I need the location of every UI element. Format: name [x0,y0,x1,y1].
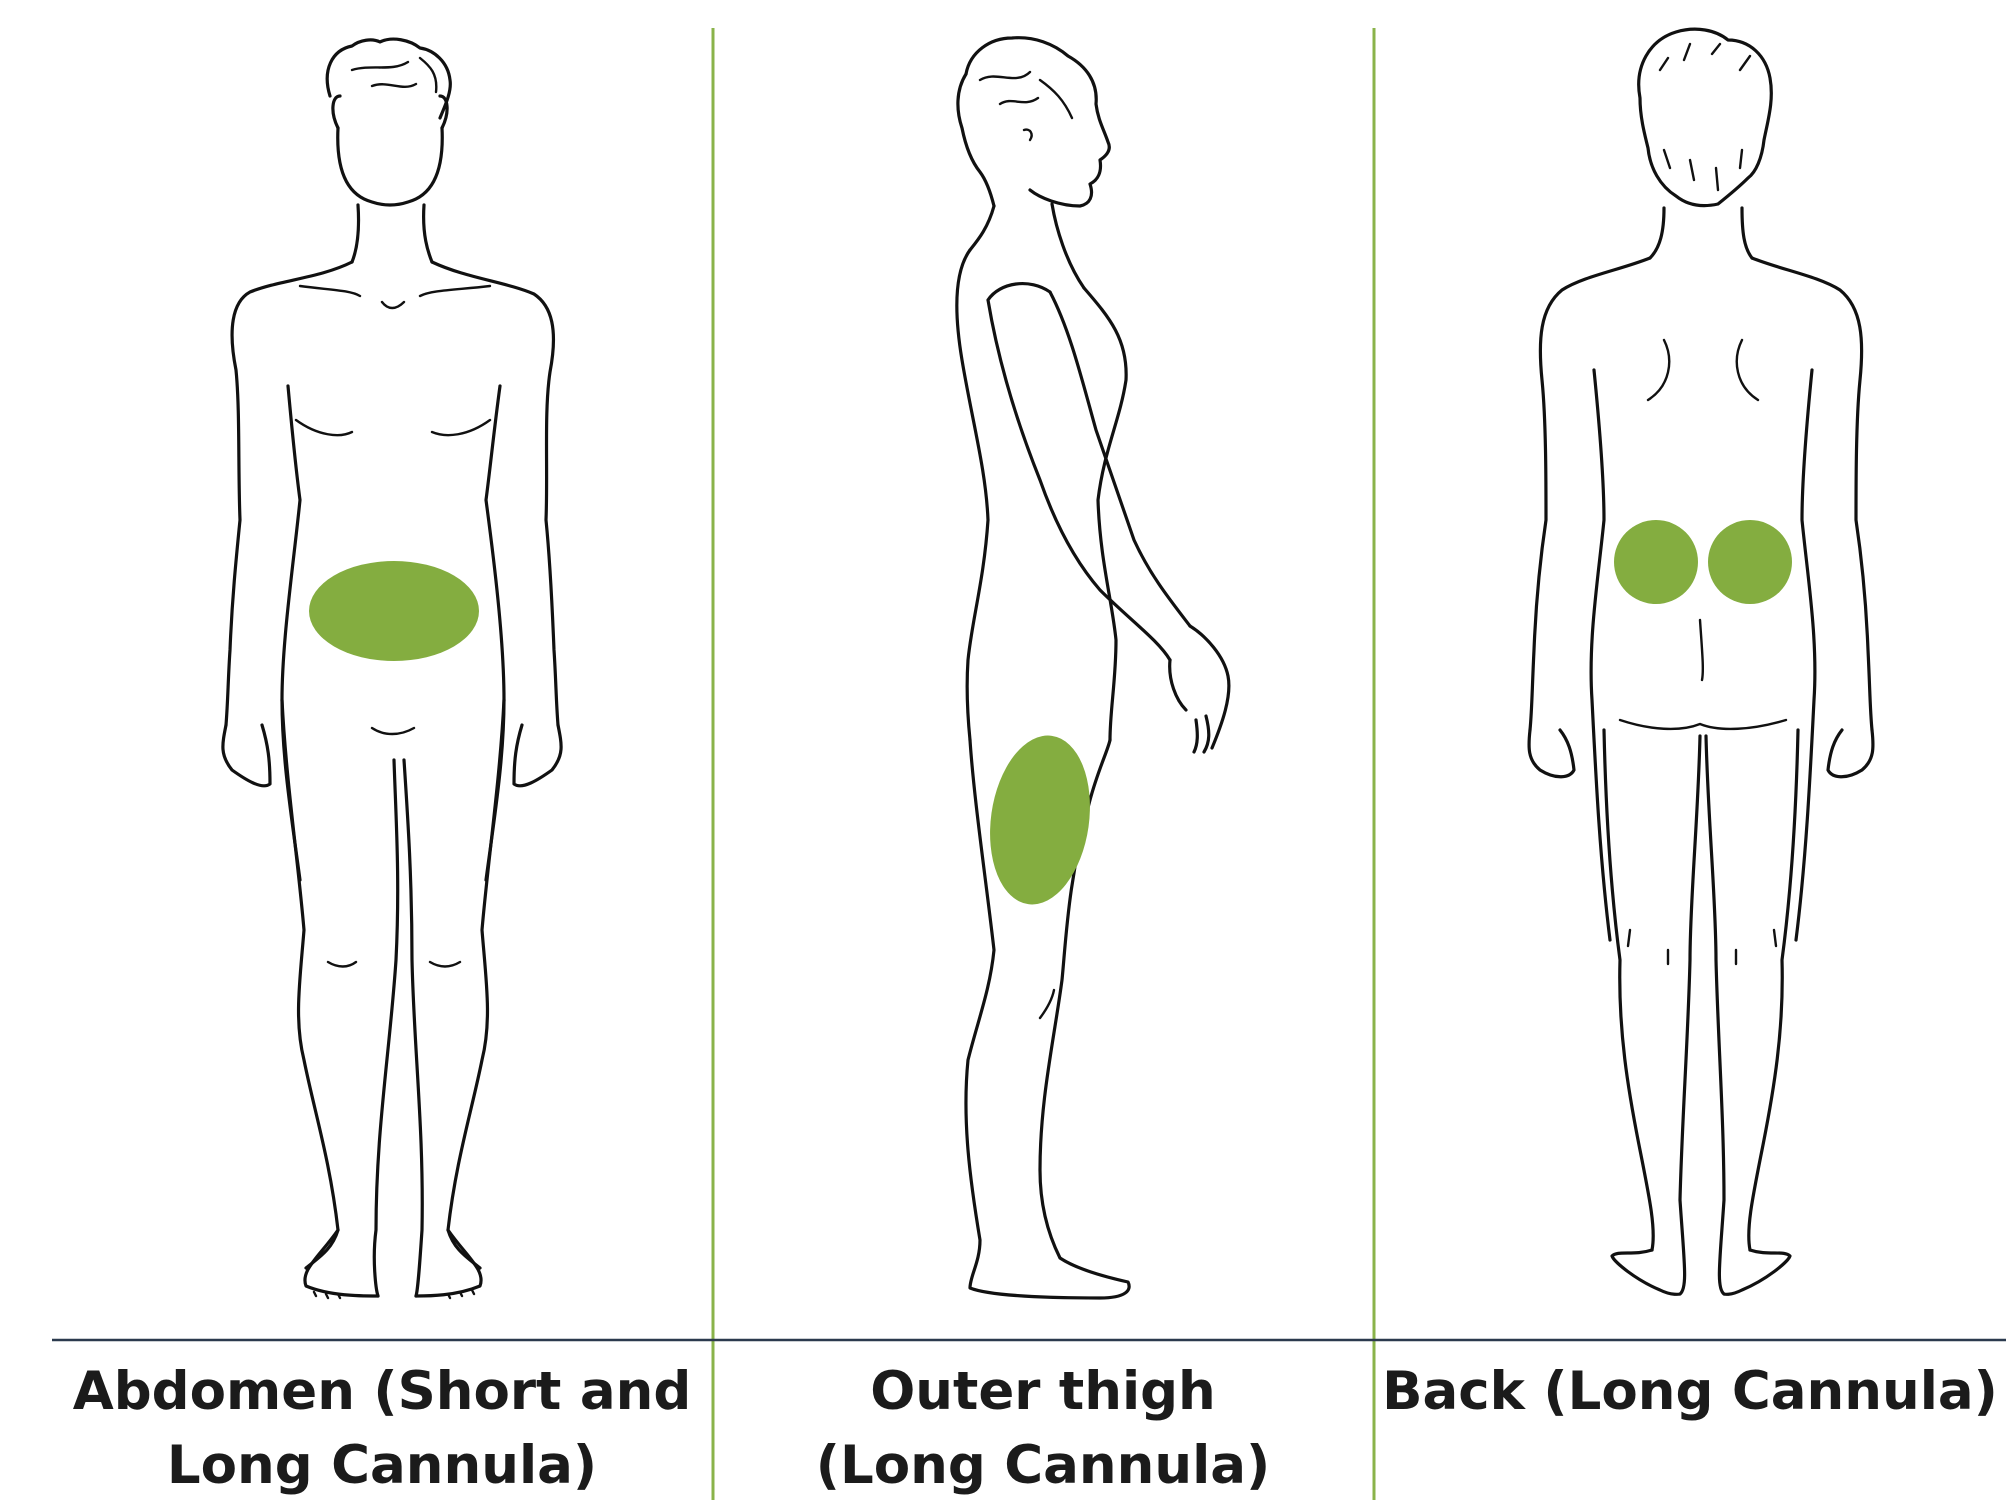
caption-back: Back (Long Cannula) [1374,1355,2006,1429]
front-body-figure [223,39,561,1298]
caption-abdomen: Abdomen (Short and Long Cannula) [52,1355,712,1503]
abdomen-injection-site [309,561,479,661]
back-injection-site-left [1614,520,1698,604]
back-body-figure [1529,29,1873,1294]
caption-outer-thigh: Outer thigh (Long Cannula) [713,1355,1373,1503]
outer-thigh-injection-site [980,729,1101,911]
side-body-figure [957,38,1229,1298]
back-injection-site-right [1708,520,1792,604]
